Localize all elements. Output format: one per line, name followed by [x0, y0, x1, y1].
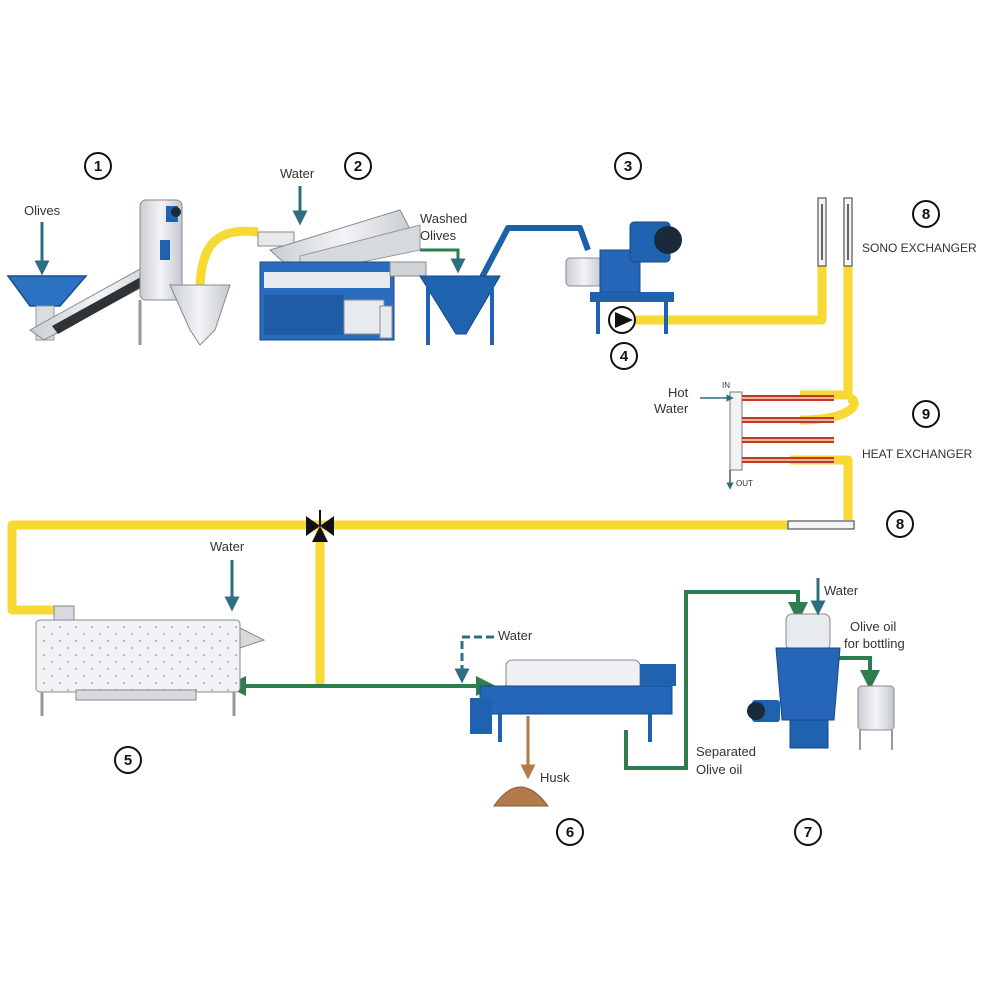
labels: Olives Water Washed Olives SONO EXCHANGE… — [24, 166, 977, 785]
pipe-heat-to-sono2 — [790, 455, 853, 520]
label-olive-oil-bottling-2: for bottling — [844, 636, 905, 651]
svg-text:4: 4 — [620, 348, 629, 365]
svg-text:1: 1 — [94, 158, 102, 175]
svg-text:2: 2 — [354, 158, 362, 175]
label-olives: Olives — [24, 203, 61, 218]
label-husk: Husk — [540, 770, 570, 785]
svg-text:8: 8 — [896, 516, 904, 533]
step-4-badge: 4 — [610, 342, 638, 370]
label-separated-olive-oil-2: Olive oil — [696, 762, 742, 777]
svg-text:6: 6 — [566, 824, 574, 841]
step-8-badge-top: 8 — [912, 200, 940, 228]
olive-washer — [257, 209, 427, 341]
label-out: OUT — [736, 479, 753, 488]
blue-pipes — [467, 225, 591, 302]
label-in: IN — [722, 381, 730, 390]
sono-exchanger-lower — [787, 520, 855, 530]
label-hot-water-2: Water — [654, 401, 689, 416]
label-hot-water-1: Hot — [668, 385, 689, 400]
label-water-top: Water — [280, 166, 315, 181]
svg-text:5: 5 — [124, 752, 132, 769]
svg-text:8: 8 — [922, 206, 930, 223]
separator — [747, 613, 841, 749]
svg-text:9: 9 — [922, 406, 930, 423]
svg-text:7: 7 — [804, 824, 812, 841]
step-6-badge: 6 — [556, 818, 584, 846]
sono-exchanger-top — [817, 197, 853, 267]
malaxer — [35, 605, 266, 716]
label-water-malaxer: Water — [210, 539, 245, 554]
label-water-separator: Water — [824, 583, 859, 598]
step-8-badge-lower: 8 — [886, 510, 914, 538]
pipe-hopper-to-crusher — [467, 225, 591, 302]
husk-pile — [493, 716, 549, 807]
step-9-badge: 9 — [912, 400, 940, 428]
svg-text:3: 3 — [624, 158, 632, 175]
water-arrows — [34, 186, 826, 684]
heat-exchanger — [700, 391, 834, 490]
label-washed-olives-2: Olives — [420, 228, 457, 243]
step-7-badge: 7 — [794, 818, 822, 846]
pipe-decanter-to-separator — [624, 590, 808, 770]
label-washed-olives-1: Washed — [420, 211, 467, 226]
step-3-badge: 3 — [614, 152, 642, 180]
pipe-main-line — [7, 520, 852, 615]
label-sono-exchanger: SONO EXCHANGER — [862, 241, 977, 255]
valve-icon — [306, 510, 334, 542]
olive-oil-tank — [857, 685, 895, 750]
label-water-decanter: Water — [498, 628, 533, 643]
olive-hose — [195, 226, 259, 293]
step-2-badge: 2 — [344, 152, 372, 180]
label-heat-exchanger: HEAT EXCHANGER — [862, 447, 973, 461]
crusher — [565, 221, 682, 334]
step-1-badge: 1 — [84, 152, 112, 180]
pipe-heat-loop — [799, 393, 859, 425]
label-separated-olive-oil-1: Separated — [696, 744, 756, 759]
washed-olive-hopper — [419, 275, 501, 345]
decanter — [470, 659, 676, 742]
step-5-badge: 5 — [114, 746, 142, 774]
label-olive-oil-bottling-1: Olive oil — [850, 619, 896, 634]
arrow-icon — [420, 248, 466, 274]
pump-icon — [608, 306, 636, 334]
olive-hopper-elevator — [6, 199, 231, 346]
step-numbers: 1 2 3 4 5 6 7 8 9 8 — [84, 152, 940, 846]
arrow-icon — [454, 635, 494, 684]
